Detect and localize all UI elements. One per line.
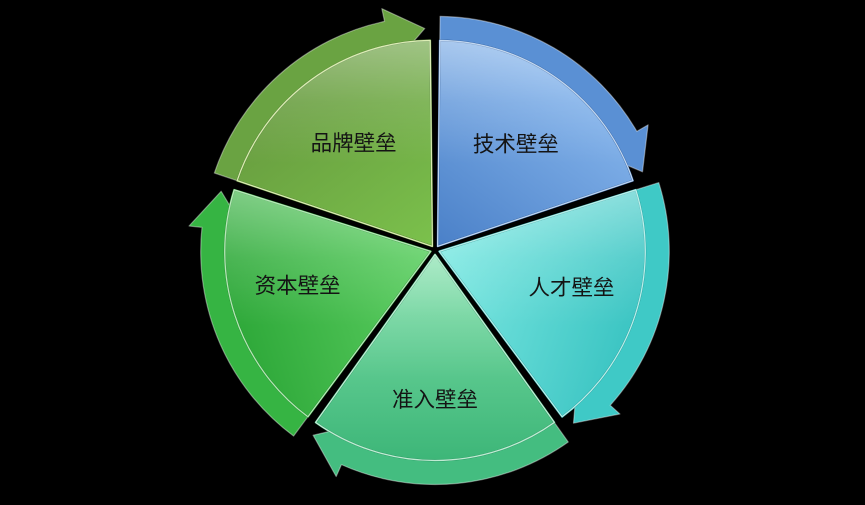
segment-wedge-bevel [315, 253, 555, 462]
segment-wedge-bevel [236, 39, 434, 248]
wedges-layer [223, 39, 647, 462]
segment-wedge-bevel [438, 189, 646, 418]
segment-wedge-gloss [437, 40, 633, 247]
segment-label-brand: 品牌壁垒 [311, 131, 397, 156]
segment-wedge-gloss [315, 254, 555, 461]
segment-wedge-bevel [224, 189, 432, 418]
segment-label-access: 准入壁垒 [392, 388, 478, 413]
segment-wedge-gloss [224, 189, 431, 417]
segment-label-capital: 资本壁垒 [255, 274, 341, 299]
segment-wedge-gloss [237, 40, 433, 247]
segment-label-talent: 人才壁垒 [528, 276, 614, 301]
labels-layer: 技术壁垒 人才壁垒 准入壁垒 资本壁垒 品牌壁垒 [255, 131, 615, 413]
segment-wedge-gloss [439, 189, 646, 417]
segment-wedge-bevel [436, 39, 634, 248]
segment-label-tech: 技术壁垒 [473, 132, 559, 157]
